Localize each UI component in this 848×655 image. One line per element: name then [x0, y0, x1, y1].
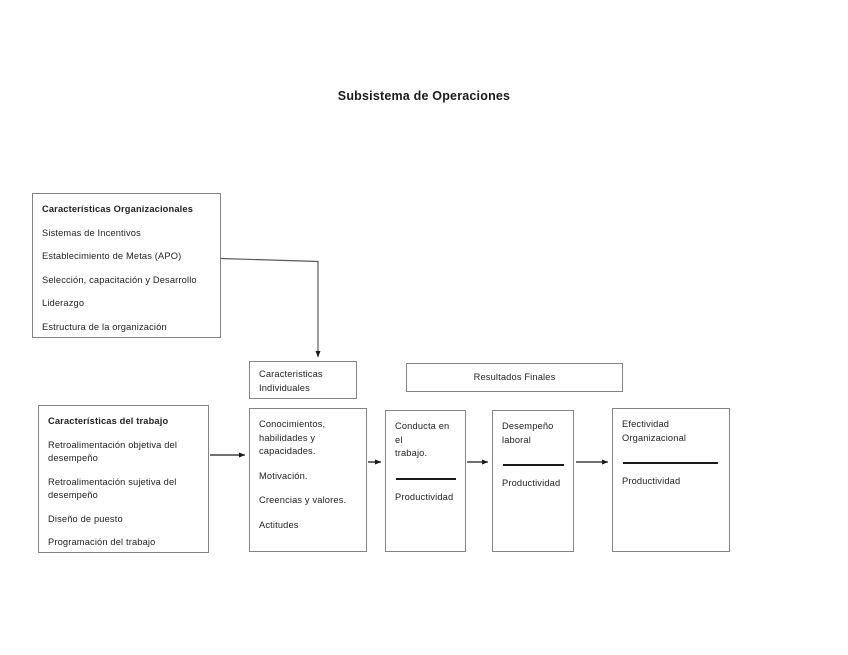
- box-heading-line1: Conducta en el: [395, 421, 450, 445]
- list-item: Selección, capacitación y Desarrollo: [42, 274, 197, 285]
- box-heading-line2: trabajo.: [395, 448, 428, 458]
- box-caracteristicas-del-trabajo: Características del trabajo Retroaliment…: [38, 405, 209, 553]
- list-item: Liderazgo: [42, 298, 85, 308]
- box-heading-line1: Caracteristicas: [259, 369, 323, 379]
- box-footer-label: Productividad: [502, 478, 561, 488]
- list-item: Motivación.: [259, 470, 308, 481]
- box-conocimientos-habilidades: Conocimientos, habilidades y capacidades…: [249, 408, 367, 552]
- box-heading-line2: Organizacional: [622, 432, 687, 443]
- box-footer-label: Productividad: [395, 491, 454, 502]
- box-caracteristicas-organizacionales: Características Organizacionales Sistema…: [32, 193, 221, 338]
- box-content: Resultados Finales: [407, 364, 622, 389]
- list-item: Retroalimentación objetiva del desempeño: [48, 439, 178, 464]
- box-heading: Características Organizacionales: [42, 204, 194, 214]
- list-item: Programación del trabajo: [48, 537, 156, 547]
- list-item: Creencias y valores.: [259, 495, 347, 505]
- box-conducta-en-el-trabajo: Conducta en el trabajo. Productividad: [385, 410, 466, 552]
- section-divider: [623, 462, 718, 464]
- list-item: Estructura de la organización: [42, 321, 167, 332]
- box-heading: Características del trabajo: [48, 416, 169, 426]
- box-content: Desempeño laboral Productividad: [493, 411, 573, 497]
- list-item: Sistemas de Incentivos: [42, 227, 141, 238]
- box-heading-line1: Desempeño: [502, 421, 554, 431]
- box-content: Conducta en el trabajo. Productividad: [386, 411, 465, 510]
- list-item: Actitudes: [259, 519, 299, 530]
- list-item: Retroalimentación sujetiva del desempeño: [48, 476, 177, 501]
- box-caracteristicas-individuales: Caracteristicas Individuales: [249, 361, 357, 399]
- box-content: Caracteristicas Individuales: [250, 362, 356, 400]
- box-heading-line2: Individuales: [259, 383, 310, 393]
- box-heading: Resultados Finales: [473, 372, 556, 382]
- section-divider: [396, 477, 456, 480]
- section-divider: [503, 464, 564, 466]
- box-content: Características Organizacionales Sistema…: [33, 194, 220, 340]
- box-efectividad-organizacional: Efectividad Organizacional Productividad: [612, 408, 730, 552]
- box-resultados-finales: Resultados Finales: [406, 363, 623, 392]
- box-content: Conocimientos, habilidades y capacidades…: [250, 409, 366, 549]
- list-item: Diseño de puesto: [48, 513, 123, 524]
- page-title: Subsistema de Operaciones: [337, 89, 511, 103]
- connector-org-to-individual: [220, 257, 321, 358]
- box-content: Efectividad Organizacional Productividad: [613, 409, 729, 495]
- list-item: Establecimiento de Metas (APO): [42, 251, 182, 261]
- box-heading-line1: Efectividad: [622, 419, 670, 429]
- box-content: Características del trabajo Retroaliment…: [39, 406, 208, 556]
- box-heading-line2: laboral: [502, 434, 531, 445]
- box-desempeno-laboral: Desempeño laboral Productividad: [492, 410, 574, 552]
- list-item: Conocimientos, habilidades y capacidades…: [259, 419, 326, 456]
- box-footer-label: Productividad: [622, 476, 681, 486]
